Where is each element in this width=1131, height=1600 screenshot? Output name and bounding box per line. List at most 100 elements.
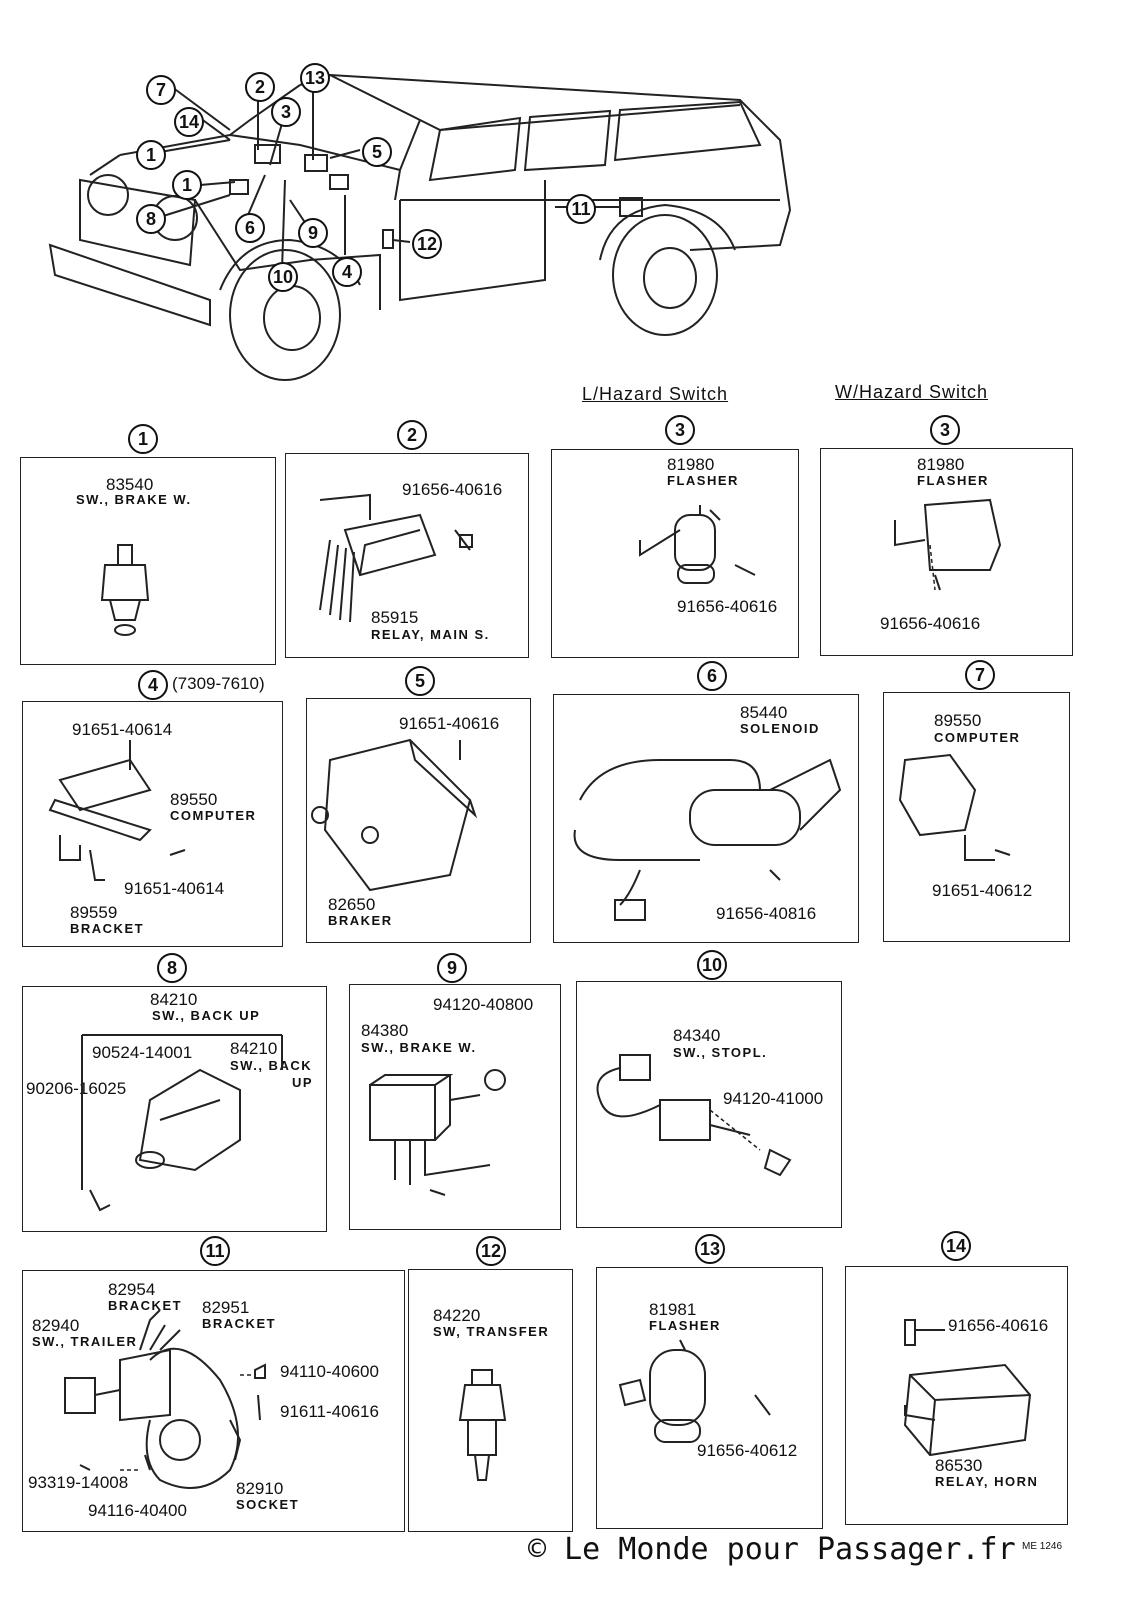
panel-4-bracket: 89559 — [70, 903, 118, 922]
callout-9: 9 — [298, 218, 328, 248]
panel-6-part: 85440 — [740, 703, 788, 722]
panel-4-range: (7309-7610) — [172, 674, 265, 693]
panel-1 — [20, 457, 276, 665]
panel-13 — [596, 1267, 823, 1529]
panel-7-circle: 7 — [965, 660, 995, 690]
callout-8: 8 — [136, 204, 166, 234]
panel-4-bolt1: 91651-40614 — [72, 720, 173, 739]
panel-11-n1: 94110-40600 — [280, 1362, 379, 1381]
panel-8 — [22, 986, 327, 1232]
panel-11-sw-desc: SW., TRAILER — [32, 1334, 138, 1349]
panel-1-circle: 1 — [128, 424, 158, 454]
panel-3a-circle: 3 — [665, 415, 695, 445]
panel-8-part: 84210 — [150, 990, 198, 1009]
panel-4-bracket-desc: BRACKET — [70, 921, 145, 936]
panel-9-circle: 9 — [437, 953, 467, 983]
drawing-code: ME 1246 — [1022, 1541, 1063, 1552]
panel-6-bolt: 91656-40816 — [716, 904, 817, 923]
panel-12-circle: 12 — [476, 1236, 506, 1266]
panel-14-bolt: 91656-40616 — [948, 1316, 1049, 1335]
panel-14-circle: 14 — [941, 1231, 971, 1261]
panel-9-desc: SW., BRAKE W. — [361, 1040, 477, 1055]
panel-8-p2: 90524-14001 — [92, 1043, 193, 1062]
panel-2-bolt: 91656-40616 — [402, 480, 503, 499]
panel-12-part: 84220 — [433, 1306, 481, 1325]
panel-11-n4: 94116-40400 — [88, 1501, 187, 1520]
panel-11-b2: 82951 — [202, 1298, 250, 1317]
panel-4-bolt2: 91651-40614 — [124, 879, 225, 898]
panel-7-bolt: 91651-40612 — [932, 881, 1033, 900]
panel-10-part: 84340 — [673, 1026, 721, 1045]
panel-4-circle: 4 — [138, 670, 168, 700]
callout-2: 2 — [245, 72, 275, 102]
callout-12: 12 — [412, 229, 442, 259]
panel-3a-desc: FLASHER — [667, 473, 739, 488]
panel-5-desc: BRAKER — [328, 913, 393, 928]
panel-6-circle: 6 — [697, 661, 727, 691]
panel-5-circle: 5 — [405, 666, 435, 696]
callout-1a: 1 — [136, 140, 166, 170]
panel-11-sock: 82910 — [236, 1479, 284, 1498]
panel-8-p3: 84210 — [230, 1039, 278, 1058]
panel-3b-desc: FLASHER — [917, 473, 989, 488]
panel-12 — [408, 1269, 573, 1532]
panel-13-desc: FLASHER — [649, 1318, 721, 1333]
panel-2 — [285, 453, 529, 658]
callout-14: 14 — [174, 107, 204, 137]
callout-13: 13 — [300, 63, 330, 93]
panel-10-nut: 94120-41000 — [723, 1089, 824, 1108]
panel-6-desc: SOLENOID — [740, 721, 820, 736]
panel-4-part: 89550 — [170, 790, 218, 809]
callout-10: 10 — [268, 262, 298, 292]
panel-13-circle: 13 — [695, 1234, 725, 1264]
callout-7: 7 — [146, 75, 176, 105]
panel-11-b1: 82954 — [108, 1280, 156, 1299]
panel-10-desc: SW., STOPL. — [673, 1045, 768, 1060]
panel-9-nut: 94120-40800 — [433, 995, 534, 1014]
header-l-hazard: L/Hazard Switch — [582, 384, 729, 404]
panel-8-circle: 8 — [157, 953, 187, 983]
panel-8-p3-desc1: SW., BACK — [230, 1058, 313, 1073]
panel-3b — [820, 448, 1073, 656]
panel-3b-bolt: 91656-40616 — [880, 614, 981, 633]
panel-2-circle: 2 — [397, 420, 427, 450]
panel-8-p3-desc2: UP — [292, 1075, 314, 1090]
panel-7-desc: COMPUTER — [934, 730, 1021, 745]
callout-6: 6 — [235, 213, 265, 243]
panel-4-desc: COMPUTER — [170, 808, 257, 823]
panel-11-n3: 93319-14008 — [28, 1473, 129, 1492]
panel-7 — [883, 692, 1070, 942]
panel-13-bolt: 91656-40612 — [697, 1441, 798, 1460]
callout-1b: 1 — [172, 170, 202, 200]
panel-11-b2-desc: BRACKET — [202, 1316, 277, 1331]
panel-1-desc: SW., BRAKE W. — [76, 492, 192, 507]
panel-3b-circle: 3 — [930, 415, 960, 445]
panel-3a-bolt: 91656-40616 — [677, 597, 778, 616]
panel-1-part: 83540 — [106, 475, 154, 494]
watermark: © Le Monde pour Passager.fr — [528, 1532, 1016, 1567]
panel-11-sock-desc: SOCKET — [236, 1497, 300, 1512]
panel-14-desc: RELAY, HORN — [935, 1474, 1039, 1489]
panel-5-part: 82650 — [328, 895, 376, 914]
panel-6 — [553, 694, 859, 943]
panel-5 — [306, 698, 531, 943]
panel-7-part: 89550 — [934, 711, 982, 730]
header-w-hazard: W/Hazard Switch — [835, 382, 989, 402]
callout-4: 4 — [332, 257, 362, 287]
panel-13-part: 81981 — [649, 1300, 697, 1319]
panel-8-p4: 90206-16025 — [26, 1079, 127, 1098]
panel-14-part: 86530 — [935, 1456, 983, 1475]
callout-5: 5 — [362, 137, 392, 167]
panel-2-part: 85915 — [371, 608, 419, 627]
panel-11-circle: 11 — [200, 1236, 230, 1266]
panel-10-circle: 10 — [697, 950, 727, 980]
panel-11-sw: 82940 — [32, 1316, 80, 1335]
panel-11-b1-desc: BRACKET — [108, 1298, 183, 1313]
panel-12-desc: SW, TRANSFER — [433, 1324, 550, 1339]
panel-9-part: 84380 — [361, 1021, 409, 1040]
panel-8-desc: SW., BACK UP — [152, 1008, 261, 1023]
panel-3a-part: 81980 — [667, 455, 715, 474]
panel-11 — [22, 1270, 405, 1532]
